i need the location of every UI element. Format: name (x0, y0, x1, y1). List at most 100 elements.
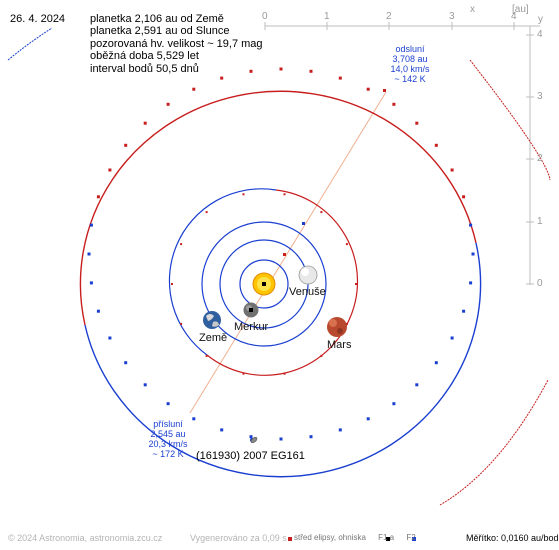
legend-f1-square (386, 537, 390, 541)
y-axis-symbol: y (538, 14, 543, 25)
asteroid-orbit-points (87, 67, 475, 441)
mars-orbit-point (205, 211, 208, 214)
asteroid-orbit-point (450, 336, 454, 340)
y-tick-1: 1 (537, 216, 543, 227)
outer-orbit-arc-bottom (439, 379, 549, 506)
asteroid-orbit-point (392, 102, 396, 106)
asteroid-orbit-point (462, 195, 466, 199)
legend-center-square (288, 537, 292, 541)
x-tick-4: 4 (511, 11, 517, 22)
info-block: planetka 2,106 au od Země planetka 2,591… (90, 13, 263, 75)
y-tick-2: 2 (537, 153, 543, 164)
perihelion-distance: 2,545 au (150, 429, 186, 439)
legend-f1-label: F1 a (378, 533, 395, 542)
info-line-interval: interval bodů 50,5 dnů (90, 62, 199, 75)
asteroid-orbit-point (143, 121, 147, 125)
asteroid-icon (250, 436, 258, 444)
x-tick-1: 1 (324, 11, 330, 22)
mars-orbit-point (320, 211, 323, 214)
asteroid-orbit-point (462, 309, 466, 313)
asteroid-orbit-point (192, 87, 196, 91)
date-label: 26. 4. 2024 (10, 13, 66, 25)
aphelion-speed: 14,0 km/s (390, 64, 430, 74)
mars-orbit-point (345, 243, 348, 246)
asteroid-orbit-point (279, 67, 283, 71)
y-tick-0: 0 (537, 278, 543, 289)
focus-f2-marker (283, 253, 286, 256)
mars-orbit-point (283, 193, 286, 196)
asteroid-orbit-point (89, 223, 93, 227)
asteroid-orbit-point (309, 69, 313, 73)
asteroid-orbit-point (249, 435, 253, 439)
x-tick-2: 2 (386, 11, 392, 22)
asteroid-label: (161930) 2007 EG161 (196, 450, 305, 462)
info-line-earth-distance: planetka 2,106 au od Země (90, 13, 224, 25)
asteroid-orbit-point (338, 76, 342, 80)
asteroid-orbit-point (87, 252, 91, 256)
mars-orbit-point (283, 372, 286, 375)
asteroid-orbit-point (124, 361, 128, 365)
x-axis-symbol: x (470, 4, 475, 15)
asteroid-orbit-point (469, 223, 473, 227)
legend-center-label: střed elipsy, ohniska (294, 533, 366, 542)
orbit-mars-blue (168, 188, 277, 356)
mars-label: Mars (327, 339, 352, 351)
asteroid-orbit-point (143, 383, 147, 387)
perihelion-title: přísluní (153, 419, 183, 429)
asteroid-orbit-point (392, 402, 396, 406)
asteroid-orbit-point (249, 69, 253, 73)
asteroid-orbit-point (450, 168, 454, 172)
asteroid-orbit-point (434, 143, 438, 147)
sun-icon (252, 272, 276, 296)
asteroid-orbit-point (434, 361, 438, 365)
aphelion-distance: 3,708 au (392, 54, 428, 64)
asteroid-orbit-point (166, 102, 170, 106)
copyright-text: © 2024 Astronomia, astronomia.zcu.cz (8, 533, 163, 543)
asteroid-orbit-point (108, 168, 112, 172)
mercury-label: Merkur (234, 321, 269, 333)
mars-orbit-point (171, 283, 173, 285)
mars-orbit-point (180, 243, 183, 246)
asteroid-orbit-point (366, 417, 370, 421)
venus-label: Venuše (289, 286, 326, 298)
asteroid-orbit-point (96, 309, 100, 313)
asteroid-orbit-point (415, 383, 419, 387)
asteroid-orbit-point (166, 402, 170, 406)
mars-orbit-point (242, 372, 245, 375)
aphelion-point (383, 89, 386, 92)
outer-orbit-arc-right (469, 59, 551, 181)
asteroid-orbit-point (89, 281, 93, 285)
info-line-period: oběžná doba 5,529 let (90, 50, 199, 63)
mars-orbit-point (180, 322, 183, 325)
asteroid-orbit-point (469, 281, 473, 285)
perihelion-temperature: ~ 172 K (152, 449, 184, 459)
asteroid-orbit-point (279, 437, 283, 441)
axis-unit: [au] (512, 4, 529, 15)
mars-orbit-point (355, 283, 357, 285)
asteroid-orbit-point (192, 417, 196, 421)
venus-icon (298, 265, 318, 285)
axis-x (264, 22, 540, 30)
earth-icon (203, 311, 221, 329)
generated-time: Vygenerováno za 0,09 s (190, 533, 287, 543)
aphelion-label: odsluní 3,708 au 14,0 km/s ~ 142 K (383, 44, 437, 84)
legend: střed elipsy, ohniska F1 a F2 (286, 533, 416, 542)
orbit-mercury (239, 259, 289, 309)
asteroid-orbit-point (108, 336, 112, 340)
orbit-asteroid-blue (84, 242, 482, 478)
y-tick-4: 4 (537, 29, 543, 40)
apsis-line (189, 91, 387, 414)
info-line-magnitude: pozorovaná hv. velikost ~ 19,7 mag (90, 37, 263, 50)
legend-f2-label: F2 (406, 533, 416, 542)
mercury-icon (243, 302, 259, 318)
axis-y (526, 26, 534, 285)
outer-orbit-arc-topleft (7, 27, 53, 61)
orbit-asteroid-red (79, 90, 477, 326)
aphelion-temperature: ~ 142 K (394, 74, 426, 84)
mars-orbit-point (205, 354, 208, 357)
mars-orbit-point (242, 193, 245, 196)
orbit-earth (201, 221, 327, 347)
asteroid-orbit-point (366, 87, 370, 91)
x-tick-3: 3 (449, 11, 455, 22)
